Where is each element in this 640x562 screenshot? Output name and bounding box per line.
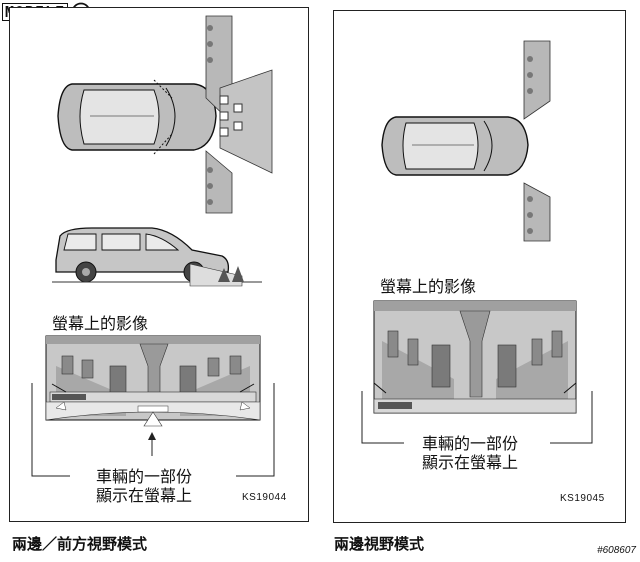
vehicle-part-note-line1: 車輛的一部份 (422, 434, 519, 453)
side-view-illustration (361, 40, 593, 444)
monitor-image (45, 335, 261, 427)
screen-image-label: 螢幕上的影像 (380, 277, 477, 296)
panel-side-view: 螢幕上的影像 車輛的一部份 顯示在螢幕上 KS19045 (333, 10, 626, 523)
top-view-car (381, 116, 529, 176)
left-caption: 兩邊／前方視野模式 (12, 535, 148, 553)
right-caption: 兩邊視野模式 (334, 535, 425, 553)
figure-code: KS19045 (560, 493, 605, 504)
vehicle-part-note-line1: 車輛的一部份 (96, 467, 193, 486)
vehicle-part-note-line2: 顯示在螢幕上 (422, 453, 519, 472)
vehicle-part-note-line2: 顯示在螢幕上 (96, 486, 193, 505)
vehicle-part-note: 車輛的一部份 顯示在螢幕上 (422, 434, 519, 472)
side-front-illustration (31, 15, 275, 477)
monitor-image (373, 300, 577, 414)
left-view-area (523, 40, 551, 120)
watermark: #608607 (597, 545, 636, 556)
front-view-area (219, 69, 273, 174)
top-view-car (57, 79, 217, 155)
figure-code: KS19044 (242, 492, 287, 503)
vehicle-part-note: 車輛的一部份 顯示在螢幕上 (96, 467, 193, 505)
panel-side-front-view: 螢幕上的影像 車輛的一部份 顯示在螢幕上 KS19044 (9, 7, 309, 522)
screen-image-label: 螢幕上的影像 (52, 314, 149, 333)
front-right-view-area (205, 150, 233, 214)
